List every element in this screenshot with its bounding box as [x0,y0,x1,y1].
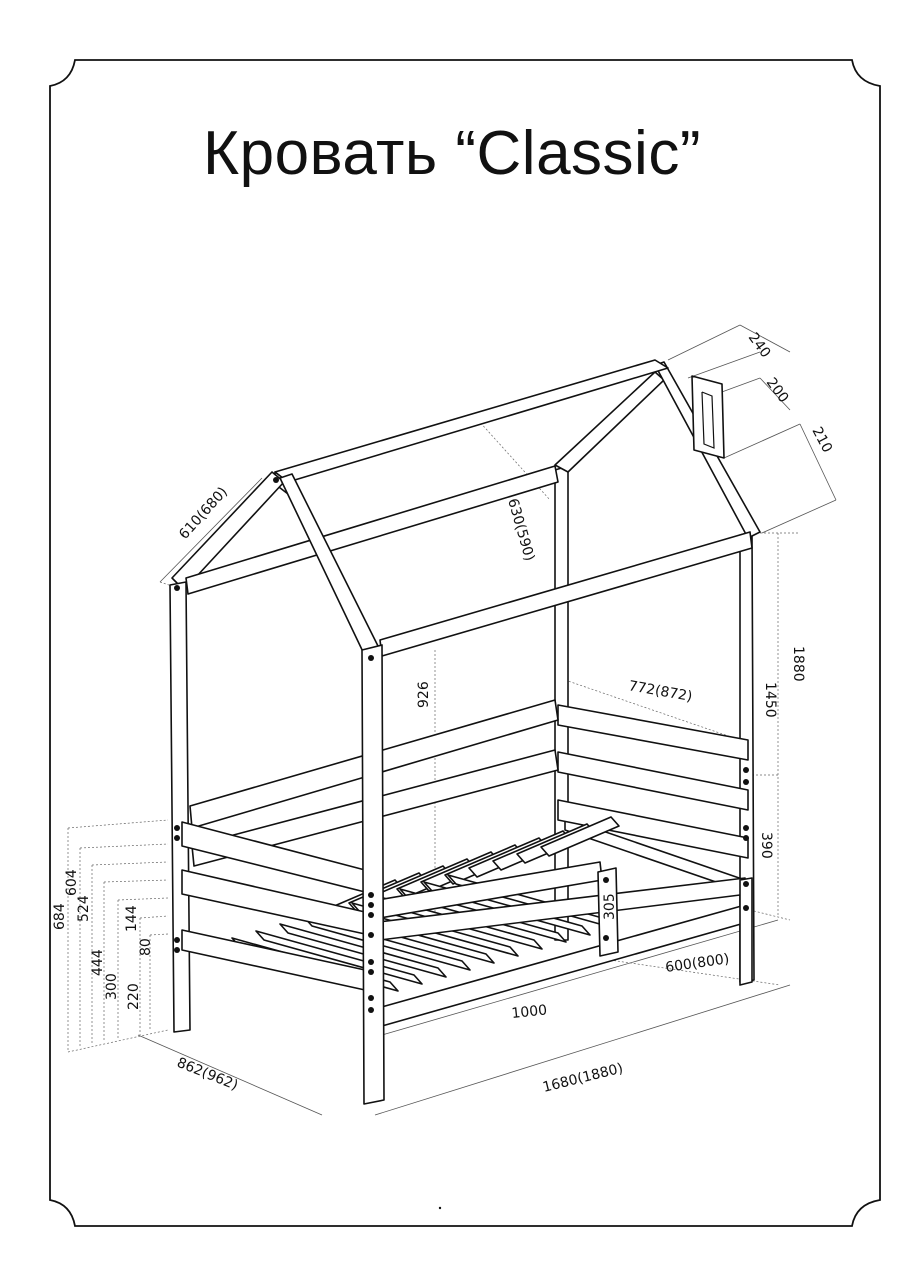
bolt [743,881,749,887]
bolt [174,937,180,943]
dim-ridge: 630(590) [504,497,537,563]
bed-rails [181,699,749,1027]
dim-1680: 1680(1880) [541,1060,625,1095]
bolt [603,935,609,941]
bolt [603,877,609,883]
dim-1880: 1880 [790,646,806,682]
bolt [174,835,180,841]
bolt [174,585,180,591]
bolt [743,835,749,841]
dim-200: 200 [763,375,792,406]
dim-684: 684 [52,903,68,930]
back-structure [274,359,761,983]
dim-144: 144 [124,905,140,932]
left-gable [169,465,753,1033]
bolt [368,892,374,898]
dim-926: 926 [416,681,432,708]
bolt [174,825,180,831]
page-title: Кровать “Classic” [203,119,701,188]
bottom-dot [438,1206,442,1210]
upper-slat [540,816,620,857]
bolt [743,905,749,911]
dim-80: 80 [138,938,154,956]
bolt [273,477,279,483]
bolt [743,767,749,773]
bolt [174,947,180,953]
dim-862: 862(962) [175,1055,241,1094]
bolt [368,1007,374,1013]
front-posts [361,644,753,1105]
dim-300: 300 [104,973,120,1000]
dim-390: 390 [758,832,774,859]
dim-772: 772(872) [627,678,693,705]
bolt [368,902,374,908]
dim-600: 600(800) [664,951,730,976]
dim-1450: 1450 [762,682,778,718]
dim-524: 524 [76,895,92,922]
dim-220: 220 [126,983,142,1010]
bolt [743,779,749,785]
bolt [368,932,374,938]
dim-305: 305 [602,893,618,920]
bolt [368,912,374,918]
bolt [368,655,374,661]
dim-1000: 1000 [511,1002,548,1022]
dimension-lines [67,324,837,1116]
bolts [174,477,749,1013]
dim-604: 604 [64,869,80,896]
bolt [743,825,749,831]
bolt [368,995,374,1001]
bolt [368,969,374,975]
dim-444: 444 [90,949,106,976]
bolt [368,959,374,965]
